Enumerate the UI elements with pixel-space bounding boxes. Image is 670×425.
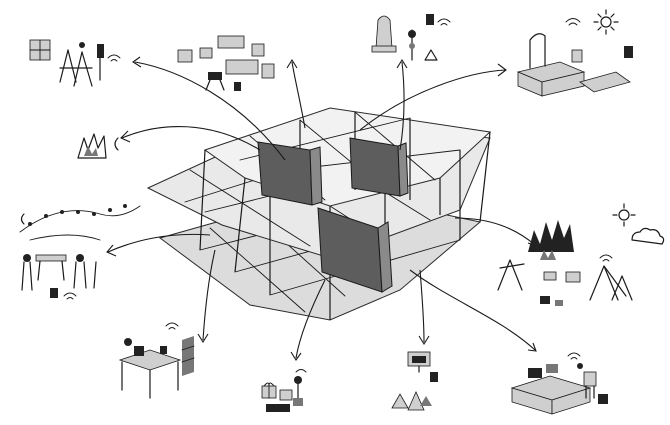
wifi-icon: [565, 18, 581, 26]
arrow-bottom-left: [202, 249, 216, 341]
mug-icon: [430, 372, 438, 382]
sun-icon: [612, 203, 636, 227]
chair-icon: [540, 296, 550, 304]
arrow-bottom-right: [409, 269, 536, 351]
string-lights-bulbs: [28, 204, 127, 226]
box-icon: [177, 49, 193, 63]
arrow-top-center-right: [399, 61, 405, 151]
box-icon: [598, 394, 608, 404]
wifi-icon: [63, 292, 77, 300]
scene-top-right: [516, 9, 633, 97]
person-icon: [76, 254, 84, 262]
plant-icon: [84, 146, 98, 156]
wifi-icon: [165, 322, 179, 330]
arrow-bottom-center-left: [295, 279, 326, 359]
mug-icon: [50, 288, 58, 298]
bookshelf-icon: [181, 336, 195, 376]
connection-arrows: [106, 56, 538, 361]
scene-top-center-right: [371, 14, 451, 61]
person-icon: [23, 254, 31, 262]
bench-icon: [516, 61, 586, 97]
wifi-icon: [295, 369, 307, 373]
wall-right-upper-side: [397, 142, 409, 197]
scene-bottom-right: [510, 352, 608, 415]
lamp-icon: [97, 44, 104, 81]
arrow-left-upper: [121, 126, 261, 151]
chair-icon: [134, 346, 144, 356]
person-icon: [577, 363, 583, 369]
wall-left-upper: [257, 141, 313, 206]
gift-icon: [279, 389, 293, 401]
gift-icon: [261, 382, 277, 399]
window-icon: [29, 39, 51, 61]
desk-icon: [118, 349, 182, 399]
laptop-icon: [528, 364, 558, 378]
scene-left-upper: [77, 133, 119, 159]
arrow-right-middle: [454, 217, 536, 246]
box-icon: [199, 47, 213, 59]
arrow-top-center-left: [291, 61, 306, 129]
tent-icon: [497, 259, 525, 291]
crowd-icon: [528, 220, 574, 260]
screen-icon: [407, 351, 431, 373]
cloud-icon: [631, 227, 665, 245]
tree-icon: [408, 29, 416, 61]
scene-bottom-center-left: [261, 369, 307, 412]
box-icon: [565, 271, 581, 283]
person-icon: [124, 338, 132, 346]
box-icon: [266, 404, 290, 412]
mug-icon: [426, 14, 434, 25]
arrow-top-left: [134, 61, 286, 161]
people-icon: [21, 261, 97, 291]
central-structure: [146, 107, 492, 321]
mug-icon: [624, 46, 633, 58]
plant-icon: [391, 391, 432, 411]
crate-icon: [225, 59, 259, 75]
chair-icon: [234, 82, 241, 91]
plant-icon: [424, 49, 438, 61]
box-icon: [251, 43, 265, 57]
tent-icon: [589, 265, 633, 301]
table-icon: [205, 72, 225, 91]
wifi-icon: [107, 54, 121, 62]
chair-icon: [555, 300, 563, 306]
scene-bottom-center-right: [391, 351, 438, 411]
chair-icon: [583, 371, 597, 399]
scene-top-center-left: [177, 35, 275, 91]
person-icon: [79, 42, 85, 48]
arrow-top-right: [359, 69, 506, 131]
chair-icon: [571, 49, 583, 63]
string-lights-icon: [19, 205, 141, 233]
crate-icon: [217, 35, 245, 49]
sun-icon: [593, 9, 619, 35]
arrow-bottom-center-right: [419, 269, 425, 343]
scene-left-middle: [19, 204, 141, 300]
lamp-icon: [529, 33, 546, 69]
easel-icon: [59, 49, 93, 87]
wifi-icon: [599, 254, 613, 262]
scene-bottom-left: [118, 322, 195, 399]
moon-icon: [114, 137, 119, 151]
plant-icon: [77, 133, 107, 159]
wall-right-upper: [349, 137, 401, 197]
mug-icon: [160, 346, 167, 354]
box-icon: [543, 271, 557, 281]
person-icon: [371, 15, 397, 53]
table-icon: [35, 254, 67, 281]
wifi-icon: [437, 18, 451, 26]
sofa-icon: [510, 375, 592, 415]
string-lights-icon: [29, 234, 101, 241]
box-icon: [261, 63, 275, 79]
wall-left-upper-side: [309, 146, 323, 206]
wall-center-lower-side: [377, 221, 393, 293]
plant-icon: [293, 376, 303, 406]
arrow-left-middle: [107, 233, 211, 253]
wifi-icon: [567, 352, 581, 360]
scene-top-left: [29, 39, 121, 87]
laptop-icon: [579, 71, 631, 93]
scene-right-middle: [497, 203, 665, 306]
moon-icon: [20, 213, 25, 225]
